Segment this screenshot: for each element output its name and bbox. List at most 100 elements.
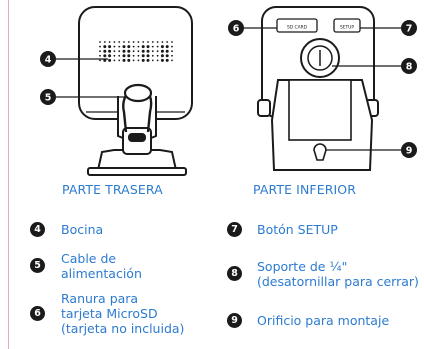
legend-badge: 6 — [30, 306, 45, 321]
speaker-grille-dot — [118, 59, 121, 62]
legend-text: Orificio para montaje — [257, 313, 390, 328]
speaker-grille-dot — [156, 41, 159, 43]
speaker-grille-dot — [137, 59, 140, 62]
page-margin-rule — [8, 0, 9, 349]
speaker-grille-dot — [108, 45, 112, 49]
speaker-grille-dot — [141, 45, 145, 49]
speaker-grille-dot — [146, 54, 150, 58]
bottom-view-caption: PARTE INFERIOR — [253, 182, 356, 197]
setup-button — [333, 18, 361, 33]
speaker-grille-dot — [108, 49, 112, 53]
speaker-grille-dot — [165, 45, 169, 49]
speaker-grille-dot — [99, 45, 101, 48]
speaker-grille-dot — [132, 59, 135, 62]
speaker-grille-dot — [146, 49, 150, 53]
speaker-grille-dot — [137, 54, 140, 57]
speaker-grille-dot — [108, 54, 112, 58]
speaker-grille-dot — [103, 49, 107, 53]
cable-clip — [123, 83, 153, 103]
speaker-grille-dot — [108, 58, 112, 62]
legend-text: Soporte de ¼" (desatornillar para cerrar… — [257, 259, 419, 289]
callout-number-6: 6 — [233, 24, 240, 35]
legend-text: Ranura para tarjeta MicroSD (tarjeta no … — [61, 291, 185, 336]
speaker-grille-dot — [151, 50, 154, 53]
speaker-grille-dot — [99, 59, 101, 62]
callout-badge-4: 4 — [40, 51, 56, 67]
speaker-grille-dot — [151, 45, 154, 48]
callout-badge-9: 9 — [401, 142, 417, 158]
speaker-grille-dot — [127, 49, 131, 53]
legend-badge: 9 — [227, 313, 242, 328]
speaker-grille-dot — [165, 54, 169, 58]
speaker-grille-dot — [165, 58, 169, 62]
callout-number-9: 9 — [406, 146, 413, 157]
speaker-grille-dot — [156, 54, 159, 57]
camera-rear-illustration — [56, 6, 193, 176]
camera-bottom-illustration — [244, 6, 402, 171]
callout-number-5: 5 — [45, 93, 52, 104]
speaker-grille-dot — [141, 58, 145, 62]
rear-view-caption: PARTE TRASERA — [62, 182, 163, 197]
speaker-grille-dot — [132, 54, 135, 57]
speaker-grille-dot — [113, 59, 116, 62]
stand-base-foot — [87, 167, 187, 176]
speaker-grille-dot — [118, 50, 121, 53]
callout-number-8: 8 — [406, 62, 413, 73]
callout-badge-7: 7 — [401, 20, 417, 36]
speaker-grille-dot — [161, 41, 164, 43]
speaker-grille-dot — [132, 41, 135, 43]
callout-badge-8: 8 — [401, 58, 417, 74]
speaker-grille-dot — [160, 58, 164, 62]
speaker-grille — [99, 41, 173, 62]
speaker-grille-dot — [156, 50, 159, 53]
speaker-grille-dot — [146, 45, 150, 49]
setup-label: SETUP — [340, 25, 354, 31]
speaker-grille-dot — [151, 59, 154, 62]
callout-number-7: 7 — [406, 24, 413, 35]
speaker-grille-dot — [171, 50, 173, 53]
speaker-grille-dot — [141, 49, 145, 53]
speaker-grille-dot — [99, 50, 101, 53]
speaker-grille-dot — [99, 54, 101, 57]
speaker-grille-dot — [132, 45, 135, 48]
sd-card-slot — [276, 18, 318, 33]
cable-port — [128, 133, 146, 142]
speaker-grille-dot — [118, 54, 121, 57]
legend-text: Botón SETUP — [257, 222, 338, 237]
mount-socket-inner — [307, 45, 333, 71]
legend-badge: 8 — [227, 266, 242, 281]
speaker-grille-dot — [156, 59, 159, 62]
speaker-grille-dot — [132, 50, 135, 53]
speaker-grille-dot — [122, 58, 126, 62]
speaker-grille-dot — [118, 45, 121, 48]
callout-badge-5: 5 — [40, 89, 56, 105]
camera-bottom-left-foot — [257, 99, 271, 117]
sd-card-label: SD CARD — [287, 25, 308, 31]
speaker-grille-dot — [122, 54, 126, 58]
speaker-grille-dot — [103, 58, 107, 62]
speaker-grille-dot — [160, 45, 164, 49]
speaker-grille-dot — [127, 41, 130, 43]
speaker-grille-dot — [137, 50, 140, 53]
speaker-grille-dot — [146, 58, 150, 62]
legend-text: Bocina — [61, 222, 104, 237]
speaker-grille-dot — [171, 54, 173, 57]
speaker-grille-dot — [171, 41, 173, 43]
speaker-grille-dot — [151, 41, 154, 43]
speaker-grille-dot — [99, 41, 101, 43]
speaker-grille-dot — [127, 54, 131, 58]
speaker-grille-dot — [137, 45, 140, 48]
speaker-grille-dot — [118, 41, 121, 43]
legend-badge: 7 — [227, 222, 242, 237]
speaker-grille-dot — [171, 59, 173, 62]
speaker-grille-dot — [147, 41, 149, 43]
speaker-grille-dot — [127, 58, 131, 62]
speaker-grille-dot — [108, 41, 111, 43]
stand-plate-inner — [288, 79, 352, 141]
speaker-grille-dot — [137, 41, 140, 43]
speaker-grille-dot — [113, 45, 116, 48]
speaker-grille-dot — [122, 49, 126, 53]
speaker-grille-dot — [103, 41, 106, 43]
